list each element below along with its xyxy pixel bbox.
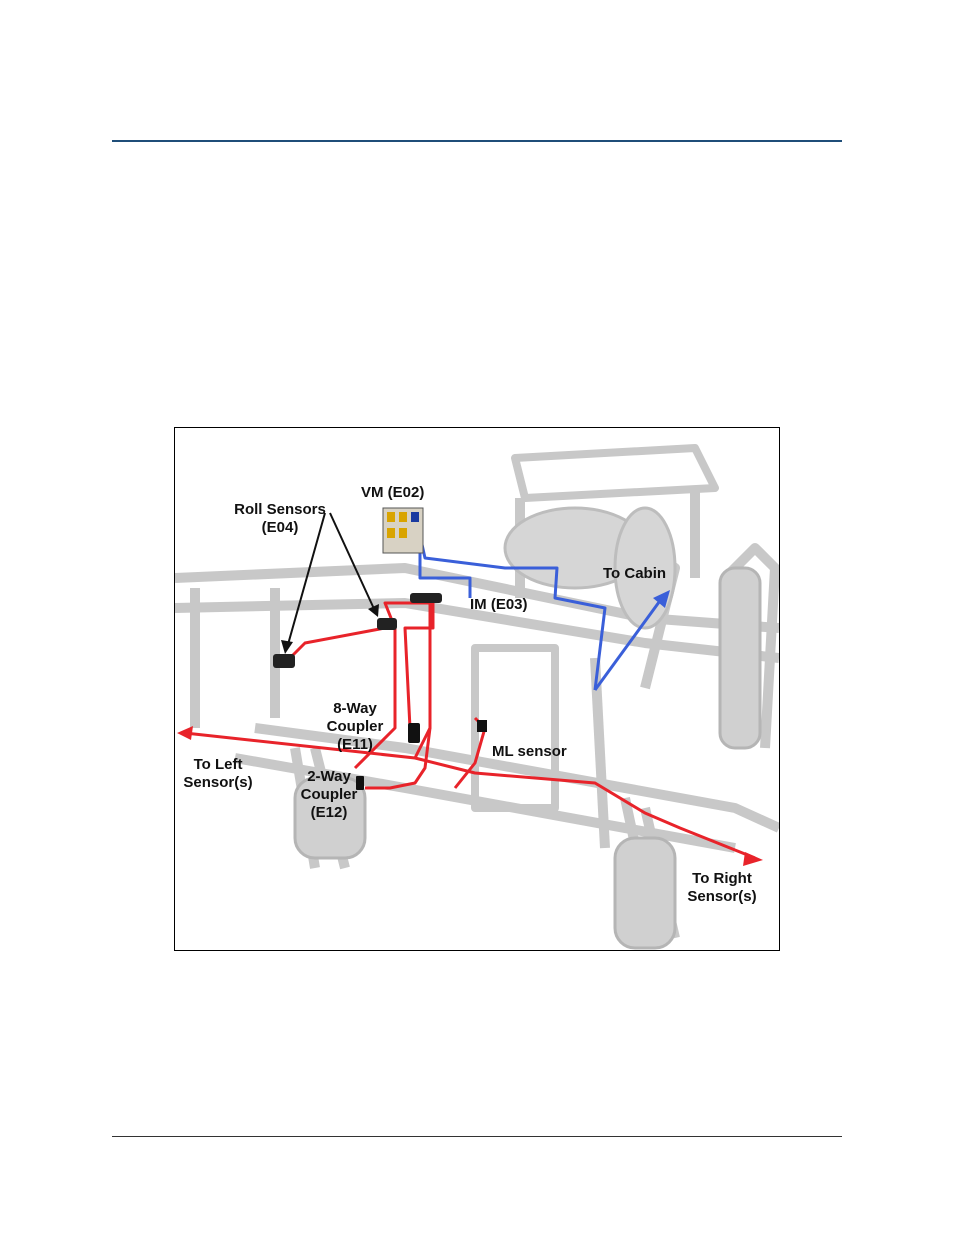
eight-way-coupler: [408, 723, 420, 743]
label-to-cabin: To Cabin: [603, 565, 666, 583]
vm-module: [383, 508, 423, 553]
wiring-diagram-figure: Roll Sensors (E04) VM (E02) To Cabin IM …: [174, 427, 780, 951]
footer-rule: [112, 1136, 842, 1137]
label-vm: VM (E02): [361, 484, 424, 502]
roll-sensor-right: [377, 618, 397, 630]
label-ml-sensor: ML sensor: [492, 743, 567, 761]
label-to-right: To Right Sensor(s): [677, 870, 767, 906]
header-rule: [112, 140, 842, 142]
label-roll-sensors: Roll Sensors (E04): [215, 501, 345, 537]
to-left-arrowhead: [177, 726, 193, 740]
label-two-way-coupler: 2-Way Coupler (E12): [289, 768, 369, 822]
callout-arrowhead-left: [281, 640, 293, 654]
ml-sensor: [477, 720, 487, 732]
label-to-left: To Left Sensor(s): [175, 756, 261, 792]
label-eight-way-coupler: 8-Way Coupler (E11): [315, 700, 395, 754]
im-module: [410, 593, 442, 603]
to-right-arrowhead: [743, 852, 763, 866]
roll-sensor-left: [273, 654, 295, 668]
label-im: IM (E03): [470, 596, 528, 614]
